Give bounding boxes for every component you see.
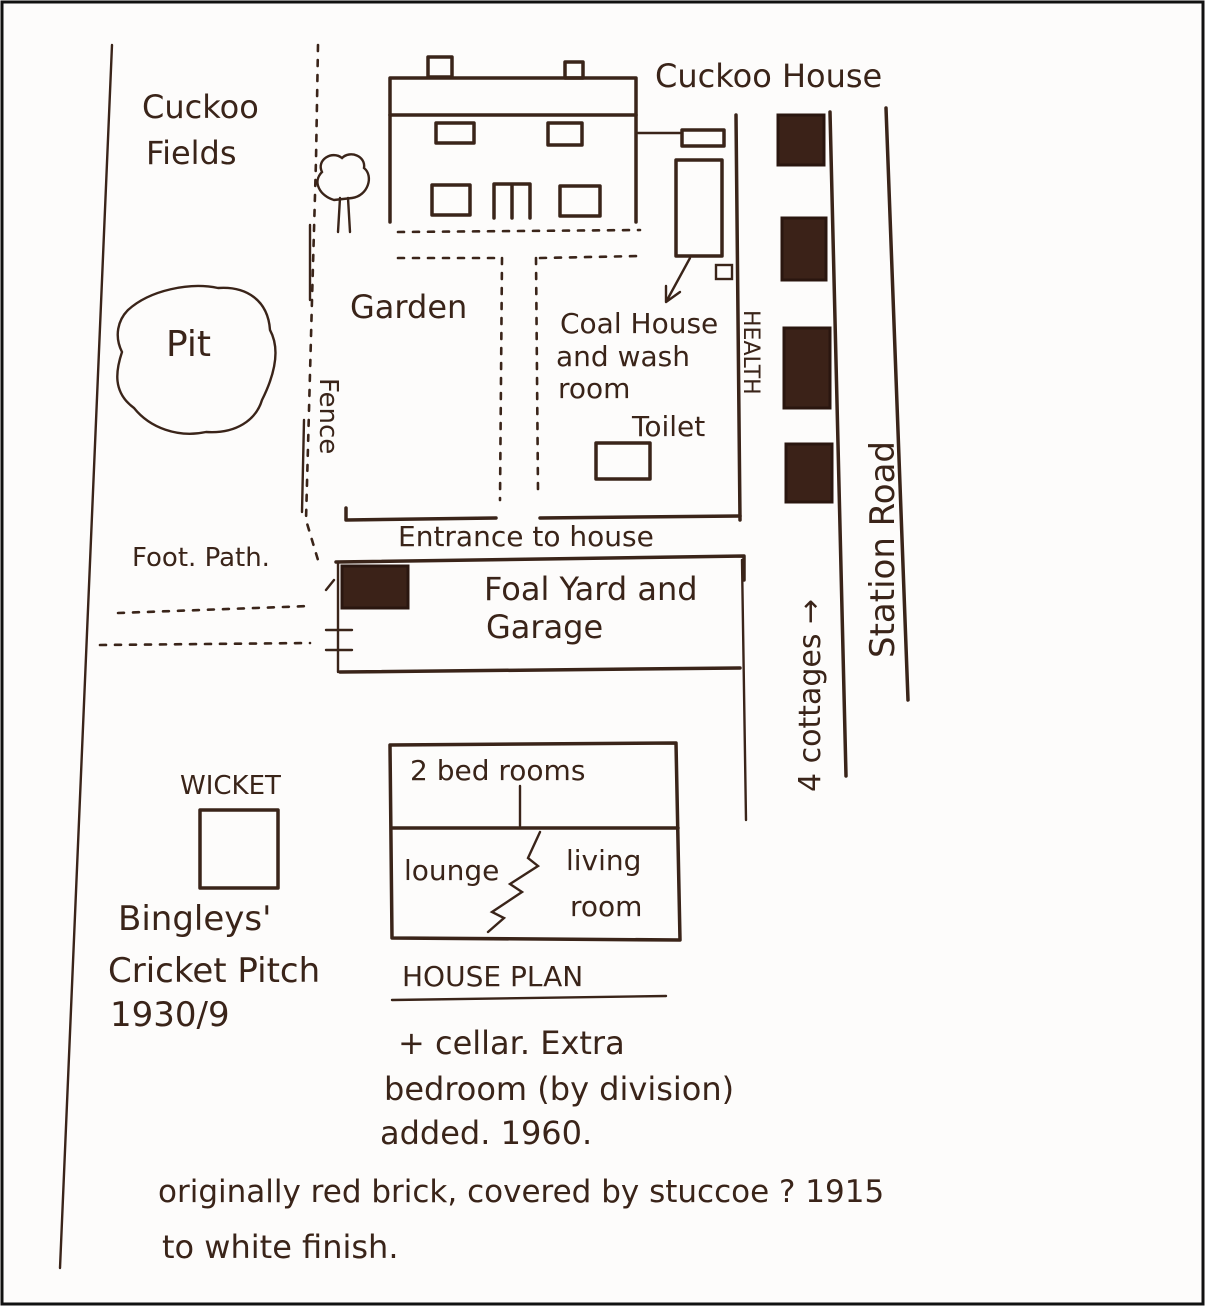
wicket-box [198,808,280,890]
label-cricket-2: Cricket Pitch [108,951,320,991]
label-cuckoo-fields-2: Fields [146,134,237,172]
yard-north-line [334,554,746,582]
entrance-north-line [344,506,742,522]
east-boundary [734,113,742,522]
lane-line [740,558,748,822]
cottages [776,113,834,504]
plan-bedrooms: 2 bed rooms [410,754,585,787]
label-foal-yard-2: Garage [486,608,603,646]
label-wicket: WICKET [180,771,281,801]
label-coal-house-1: Coal House [560,307,718,340]
yard-south-line [338,666,742,674]
toilet-box [594,441,652,481]
label-cuckoo-house: Cuckoo House [655,57,882,95]
station-road-east [884,106,910,702]
note-cellar-2: bedroom (by division) [384,1070,734,1108]
note-finish-1: originally red brick, covered by stuccoe… [158,1174,884,1210]
station-road-west [828,110,848,778]
foot-path-north [116,604,312,615]
label-cricket-1: Bingleys' [118,899,271,939]
label-foal-yard-1: Foal Yard and [484,570,698,608]
label-health: HEALTH [738,310,763,395]
house-plan [388,741,682,1002]
note-cellar-3: added. 1960. [380,1114,592,1152]
garden-west-wall [300,223,312,514]
tree-icon [316,153,371,234]
label-entrance: Entrance to house [398,520,654,553]
label-garden: Garden [350,288,467,326]
garden-north-path [396,228,642,234]
cuckoo-house-building [388,55,638,224]
foot-path-south [98,641,312,647]
label-pit: Pit [166,324,211,365]
label-coal-house-2: and wash [556,340,690,373]
label-cuckoo-fields-1: Cuckoo [142,88,259,126]
rear-extension [636,128,734,304]
label-toilet: Toilet [631,410,705,443]
label-station-road: Station Road [863,441,903,658]
gate-marks [324,578,354,652]
plan-living-2: room [570,890,642,923]
garage-block [340,564,410,610]
note-finish-2: to white finish. [162,1228,399,1266]
garden-centre-path-left [498,256,504,502]
garden-centre-path-right [534,256,540,492]
label-fence: Fence [313,378,343,454]
garden-north-path-2 [396,254,642,260]
note-cellar-1: + cellar. Extra [398,1024,625,1062]
pit-outline [116,284,277,435]
label-coal-house-3: room [558,372,630,405]
label-foot-path: Foot. Path. [132,543,270,573]
plan-lounge: lounge [404,854,499,887]
plan-living-1: living [566,844,641,877]
fields-boundary-line [58,43,114,1270]
label-cricket-3: 1930/9 [110,995,230,1035]
plan-title: HOUSE PLAN [402,960,583,993]
fence-line [304,43,320,562]
label-cottages: 4 cottages → [793,599,828,792]
